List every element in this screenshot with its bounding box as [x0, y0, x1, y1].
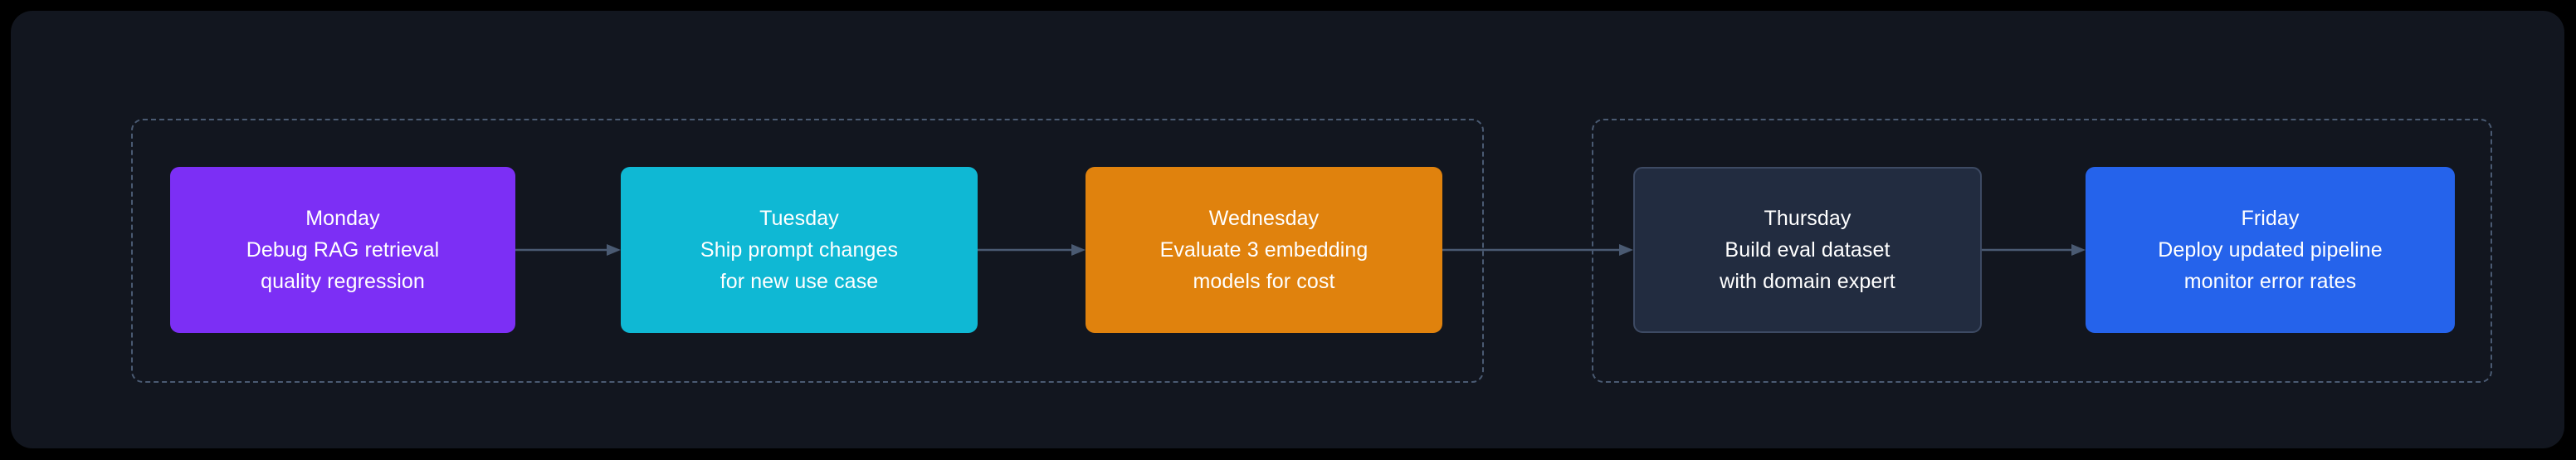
- node-wednesday-line2: models for cost: [1193, 270, 1335, 293]
- node-friday-line2: monitor error rates: [2183, 270, 2357, 293]
- node-tuesday-line1: Ship prompt changes: [700, 238, 899, 262]
- node-wednesday[interactable]: Wednesday Evaluate 3 embedding models fo…: [1086, 167, 1442, 333]
- node-thursday[interactable]: Thursday Build eval dataset with domain …: [1633, 167, 1982, 333]
- node-monday-line1: Debug RAG retrieval: [246, 238, 440, 262]
- node-thursday-line1: Build eval dataset: [1725, 238, 1891, 262]
- diagram-frame: Monday Debug RAG retrieval quality regre…: [11, 11, 2564, 448]
- node-monday[interactable]: Monday Debug RAG retrieval quality regre…: [170, 167, 515, 333]
- node-friday-day: Friday: [2241, 207, 2300, 230]
- node-tuesday-line2: for new use case: [720, 270, 879, 293]
- node-tuesday-day: Tuesday: [759, 207, 839, 230]
- node-wednesday-day: Wednesday: [1208, 207, 1320, 230]
- node-thursday-line2: with domain expert: [1720, 270, 1895, 293]
- node-wednesday-line1: Evaluate 3 embedding: [1159, 238, 1368, 262]
- node-friday-line1: Deploy updated pipeline: [2158, 238, 2383, 262]
- node-tuesday[interactable]: Tuesday Ship prompt changes for new use …: [621, 167, 978, 333]
- node-monday-line2: quality regression: [261, 270, 425, 293]
- node-friday[interactable]: Friday Deploy updated pipeline monitor e…: [2086, 167, 2455, 333]
- node-monday-day: Monday: [305, 207, 380, 230]
- node-thursday-day: Thursday: [1764, 207, 1852, 230]
